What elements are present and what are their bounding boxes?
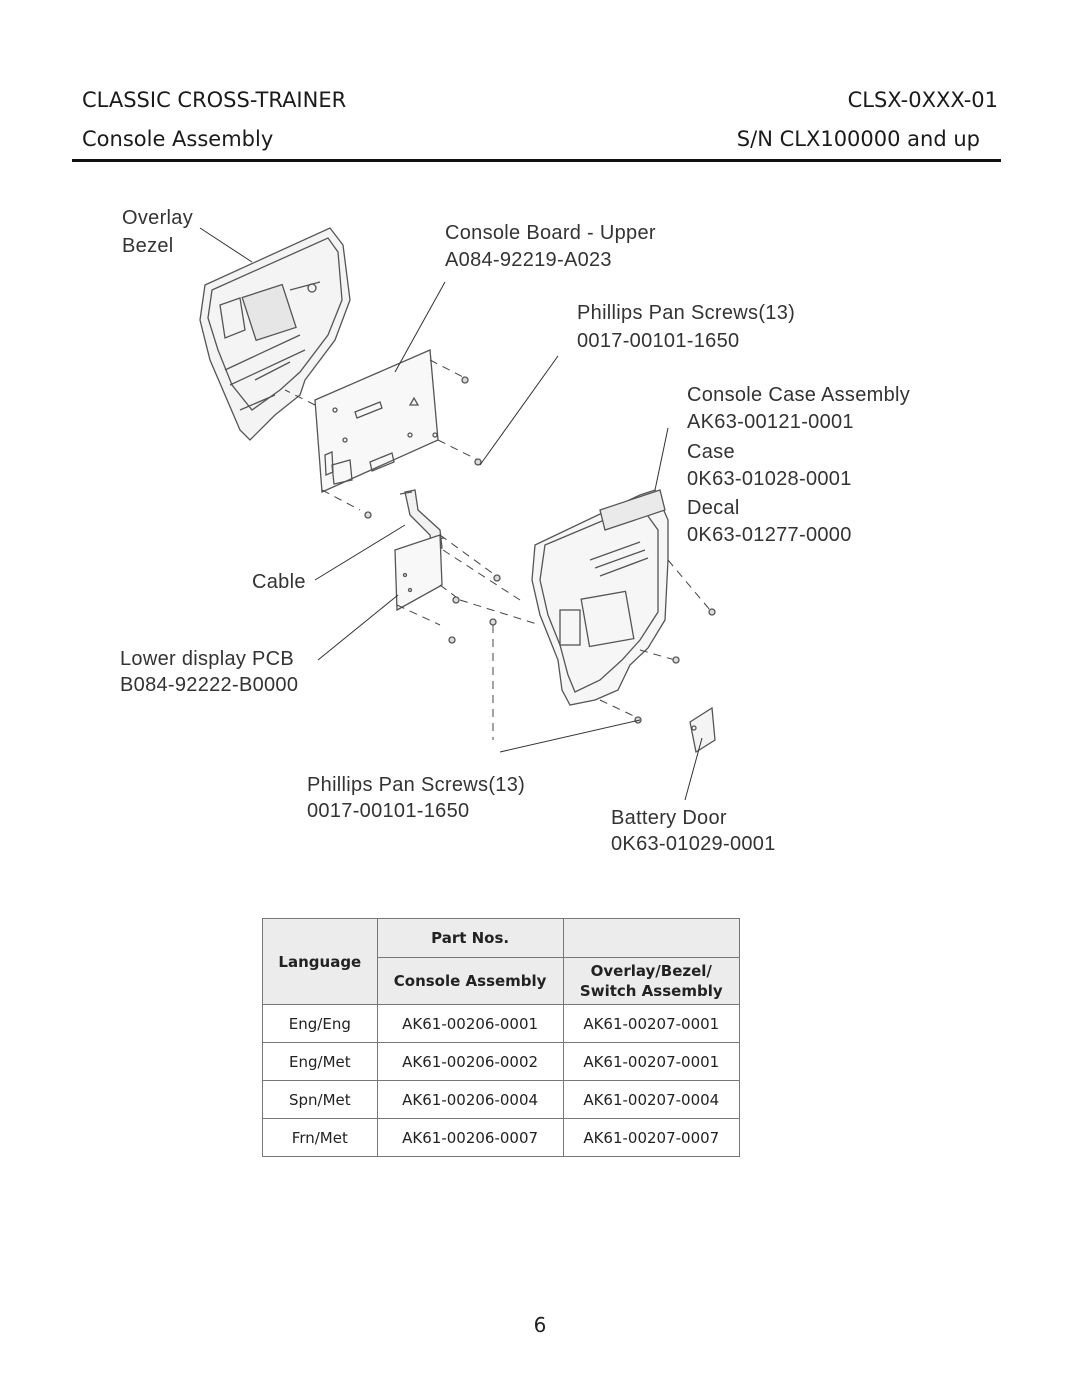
label-battery-door-name: Battery Door [611, 807, 727, 829]
section-title: Console Assembly [82, 127, 274, 151]
product-title: CLASSIC CROSS-TRAINER [82, 88, 347, 112]
page-number: 6 [533, 1313, 547, 1337]
cell-overlay: AK61-00207-0001 [562, 1042, 741, 1081]
label-screws-bottom-part: 0017-00101-1650 [307, 800, 470, 822]
label-case-part: 0K63-01028-0001 [687, 468, 852, 490]
cell-console: AK61-00206-0002 [376, 1042, 564, 1081]
label-case-assembly-name: Console Case Assembly [687, 384, 911, 406]
label-overlay: Overlay [122, 207, 194, 229]
cell-language: Frn/Met [262, 1118, 378, 1157]
label-screws-top-name: Phillips Pan Screws(13) [577, 302, 796, 324]
lower-pcb-drawing [394, 534, 443, 612]
battery-door-drawing [689, 706, 716, 754]
table-header-blank [562, 918, 741, 958]
label-battery-door-part: 0K63-01029-0001 [611, 833, 776, 855]
label-case-name: Case [687, 441, 735, 463]
header-divider [72, 159, 1001, 162]
label-lower-pcb-name: Lower display PCB [120, 648, 295, 670]
cell-console: AK61-00206-0007 [376, 1118, 564, 1157]
cell-language: Spn/Met [262, 1080, 378, 1119]
label-screws-top-part: 0017-00101-1650 [577, 330, 740, 352]
label-bezel: Bezel [122, 235, 174, 257]
cell-console: AK61-00206-0001 [376, 1004, 564, 1043]
table-header-part-nos: Part Nos. [376, 918, 564, 958]
label-lower-pcb-part: B084-92222-B0000 [120, 674, 299, 696]
table-row: Eng/Eng AK61-00206-0001 AK61-00207-0001 [262, 1004, 741, 1043]
table-header-console-assembly: Console Assembly [376, 957, 564, 1005]
table-row: Eng/Met AK61-00206-0002 AK61-00207-0001 [262, 1042, 741, 1081]
label-screws-bottom-name: Phillips Pan Screws(13) [307, 774, 526, 796]
table-row: Spn/Met AK61-00206-0004 AK61-00207-0004 [262, 1080, 741, 1119]
label-decal-part: 0K63-01277-0000 [687, 524, 852, 546]
label-console-board-name: Console Board - Upper [445, 222, 656, 244]
overlay-bezel-drawing [199, 227, 351, 441]
cell-overlay: AK61-00207-0004 [562, 1080, 741, 1119]
cell-overlay: AK61-00207-0007 [562, 1118, 741, 1157]
serial-range: S/N CLX100000 and up [736, 127, 980, 151]
console-case-drawing [531, 489, 669, 706]
console-board-upper-drawing [314, 349, 439, 493]
label-case-assembly-part: AK63-00121-0001 [687, 411, 854, 433]
table-row: Frn/Met AK61-00206-0007 AK61-00207-0007 [262, 1118, 741, 1157]
cell-console: AK61-00206-0004 [376, 1080, 564, 1119]
label-cable: Cable [252, 571, 306, 593]
cell-overlay: AK61-00207-0001 [562, 1004, 741, 1043]
cell-language: Eng/Eng [262, 1004, 378, 1043]
cell-language: Eng/Met [262, 1042, 378, 1081]
label-decal-name: Decal [687, 497, 740, 519]
parts-table: Language Part Nos. Console Assembly Over… [262, 918, 741, 1157]
table-header-overlay-bezel: Overlay/Bezel/ Switch Assembly [562, 957, 741, 1005]
model-number: CLSX-0XXX-01 [847, 88, 998, 112]
label-console-board-part: A084-92219-A023 [445, 249, 612, 271]
table-header-language: Language [262, 918, 378, 1005]
